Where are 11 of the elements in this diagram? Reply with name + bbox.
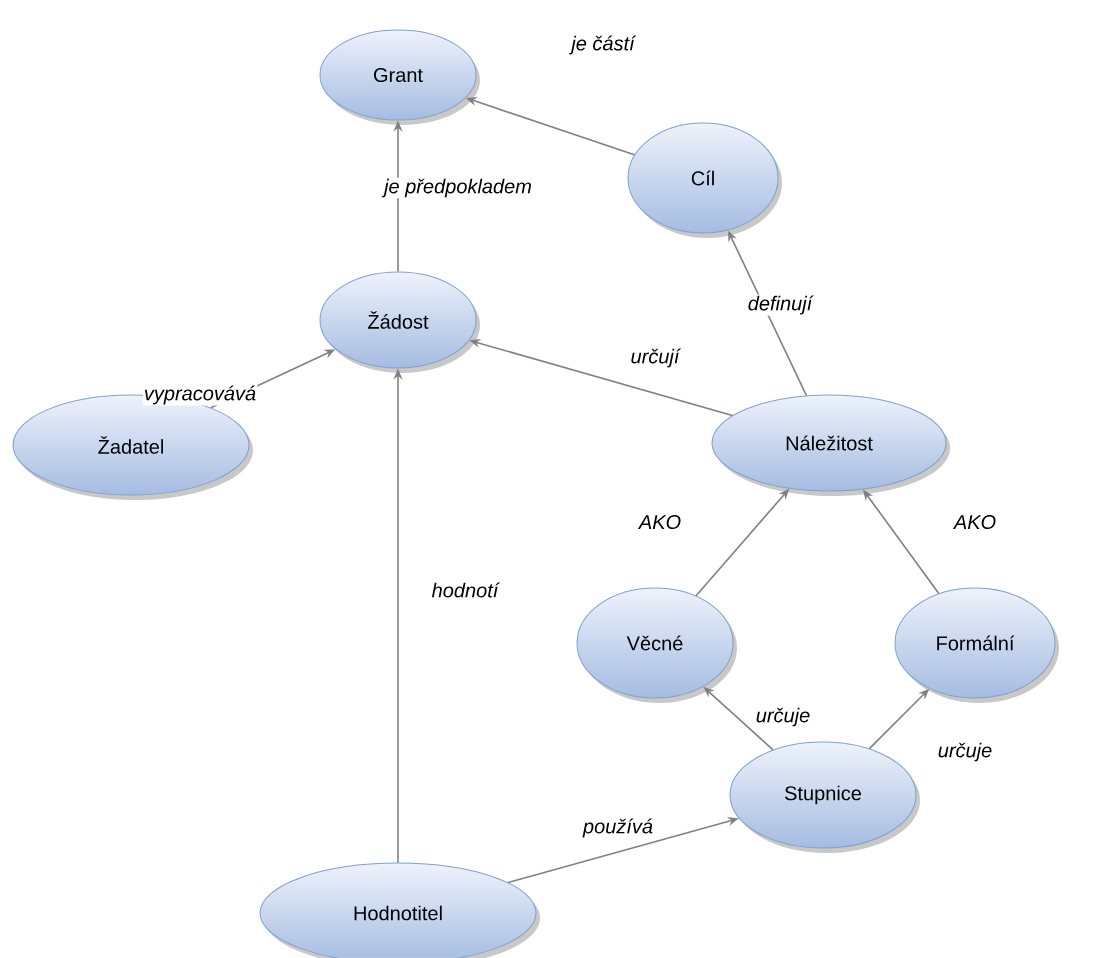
edge-label: hodnotí <box>430 581 500 599</box>
edge-label: definují <box>746 294 814 316</box>
edge-label: určuje <box>936 741 994 763</box>
edge-label: určují <box>629 347 682 369</box>
edge-label: vypracovává <box>142 384 258 406</box>
edge-label: je částí <box>569 34 637 56</box>
edge-label: AKO <box>952 513 998 531</box>
edge-label: používá <box>582 817 655 839</box>
edge-label: AKO <box>637 513 683 531</box>
edge-label: je předpokladem <box>381 177 533 199</box>
edge-label: určuje <box>754 706 812 728</box>
